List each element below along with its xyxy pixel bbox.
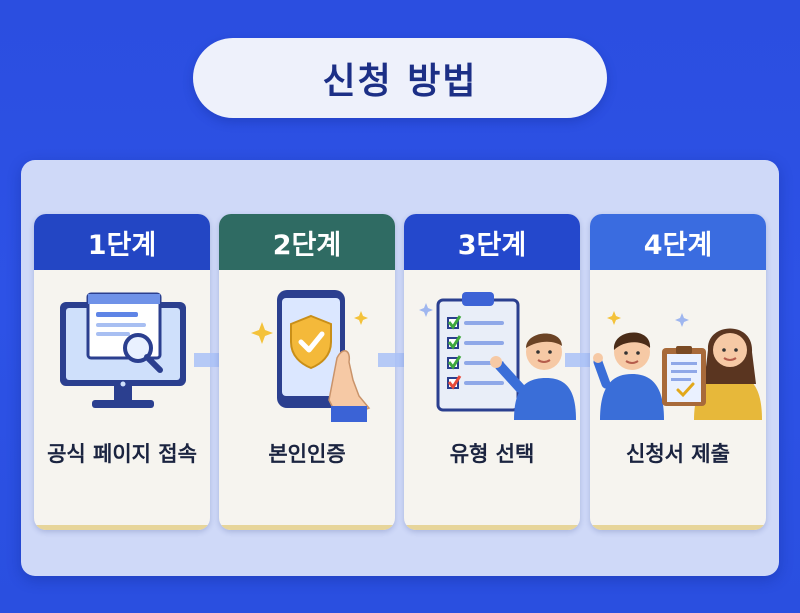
step-label: 유형 선택 [449, 442, 535, 466]
checklist-person-icon [419, 292, 576, 420]
card-footer-bar [219, 525, 395, 530]
step-card-1: 1단계 공식 페이지 접속 [34, 214, 210, 530]
card-footer-bar [34, 525, 210, 530]
step-card-4: 4단계 신청서 제출 [590, 214, 766, 530]
step-header: 1단계 [34, 214, 210, 270]
step-label: 공식 페이지 접속 [47, 442, 197, 466]
step-header: 2단계 [219, 214, 395, 270]
title-pill: 신청 방법 [193, 38, 607, 118]
step-card-2: 2단계 본인인증 [219, 214, 395, 530]
step-header: 4단계 [590, 214, 766, 270]
card-footer-bar [404, 525, 580, 530]
phone-shield-icon [251, 290, 371, 422]
step-label: 신청서 제출 [626, 442, 730, 466]
page-title: 신청 방법 [322, 61, 478, 102]
people-document-icon [593, 311, 762, 420]
step-header: 3단계 [404, 214, 580, 270]
card-footer-bar [590, 525, 766, 530]
computer-search-icon [60, 292, 186, 408]
step-card-3: 3단계 유형 선택 [404, 214, 580, 530]
step-label: 본인인증 [268, 442, 346, 466]
